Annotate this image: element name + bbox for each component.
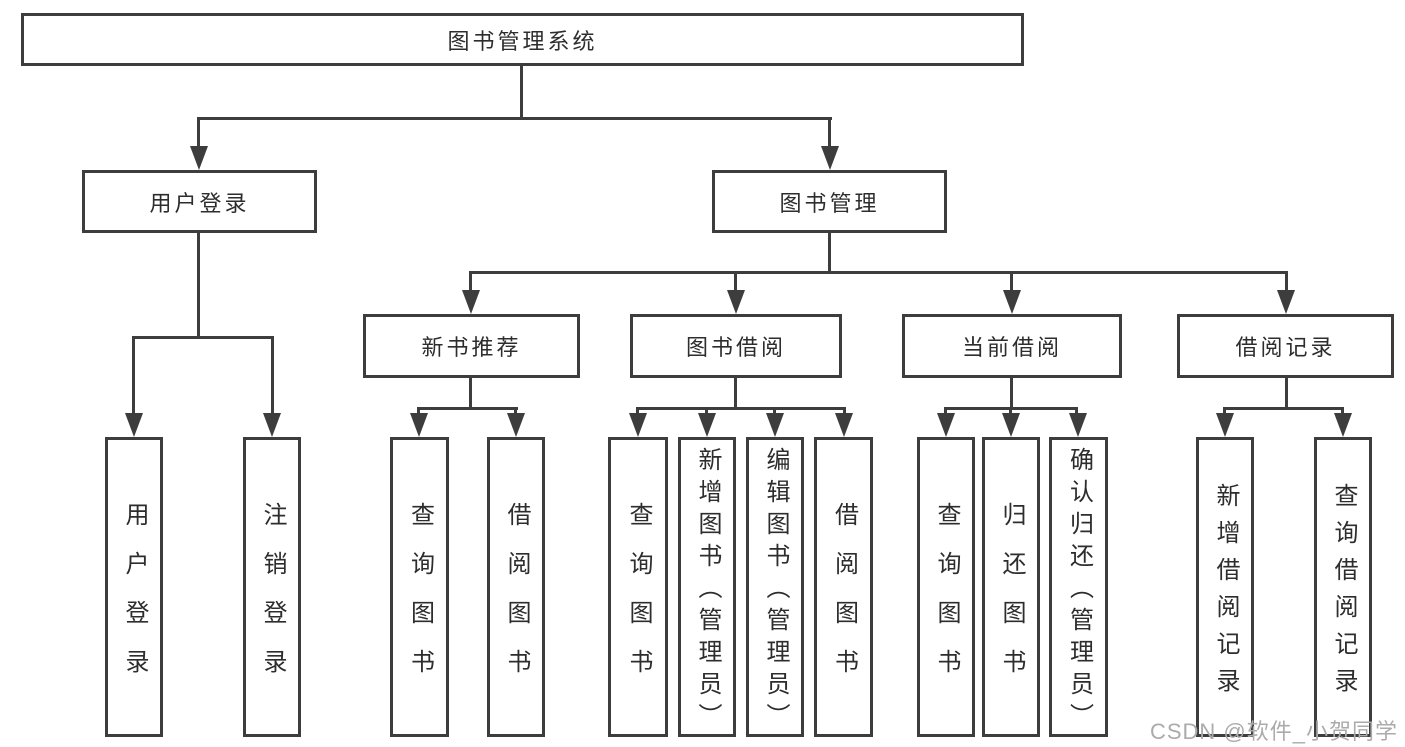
connector-stub: [734, 378, 737, 410]
node-book-management-label: 图书管理: [779, 190, 880, 216]
leaf-return-books-label: 归还图书: [998, 501, 1025, 698]
arrow-down-icon: [835, 413, 853, 437]
connector-stem-leaf: [271, 336, 274, 418]
leaf-query-books-borrowing: 查询图书: [608, 437, 668, 737]
node-user-login: 用户登录: [82, 170, 317, 233]
arrow-down-icon: [1003, 290, 1021, 314]
arrow-down-icon: [629, 413, 647, 437]
connector-stem-book-borrowing: [734, 271, 737, 294]
connector-branch: [417, 407, 518, 410]
arrow-down-icon: [125, 413, 143, 437]
leaf-query-books-current: 查询图书: [917, 437, 975, 737]
leaf-return-books: 归还图书: [982, 437, 1040, 737]
connector-stem-leaf: [132, 336, 135, 418]
arrow-down-icon: [1277, 290, 1295, 314]
node-root: 图书管理系统: [21, 13, 1024, 66]
node-user-login-label: 用户登录: [149, 190, 250, 216]
leaf-edit-books-admin-label: 编辑图书（管理员）: [762, 447, 789, 735]
leaf-logout-label: 注销登录: [259, 501, 286, 698]
arrow-down-icon: [937, 413, 955, 437]
arrow-down-icon: [462, 290, 480, 314]
arrow-down-icon: [190, 146, 208, 170]
connector-stem-borrowing-records: [1285, 271, 1288, 294]
node-borrowing-records-label: 借阅记录: [1235, 335, 1336, 360]
leaf-add-borrow-record-label: 新增借阅记录: [1212, 482, 1239, 705]
leaf-query-books-recommend: 查询图书: [390, 437, 449, 737]
leaf-query-books-borrowing-label: 查询图书: [625, 501, 652, 698]
leaf-user-login-label: 用户登录: [121, 501, 148, 698]
connector-branch: [636, 407, 846, 410]
leaf-borrow-books-recommend-label: 借阅图书: [503, 501, 530, 698]
leaf-edit-books-admin: 编辑图书（管理员）: [746, 437, 804, 737]
node-current-borrowing: 当前借阅: [902, 314, 1122, 378]
node-book-borrowing: 图书借阅: [630, 314, 842, 378]
node-borrowing-records: 借阅记录: [1177, 314, 1394, 378]
leaf-add-books-admin-label: 新增图书（管理员）: [694, 447, 721, 735]
arrow-down-icon: [1069, 413, 1087, 437]
node-current-borrowing-label: 当前借阅: [961, 335, 1062, 360]
arrow-down-icon: [766, 413, 784, 437]
leaf-confirm-return-admin-label: 确认归还（管理员）: [1065, 447, 1093, 735]
arrow-down-icon: [821, 146, 839, 170]
leaf-query-books-current-label: 查询图书: [933, 501, 960, 698]
connector-root-stub: [520, 66, 523, 119]
leaf-borrow-books-borrowing-label: 借阅图书: [830, 501, 858, 698]
arrow-down-icon: [507, 413, 525, 437]
arrow-down-icon: [727, 290, 745, 314]
node-root-label: 图书管理系统: [447, 28, 598, 54]
connector-stub: [1285, 378, 1288, 410]
leaf-query-books-recommend-label: 查询图书: [406, 501, 434, 698]
connector-branch-level3: [469, 271, 1288, 274]
watermark-text: CSDN @软件_小贺同学: [1149, 719, 1398, 744]
connector-book-management-stub: [828, 233, 831, 274]
leaf-borrow-books-borrowing: 借阅图书: [814, 437, 873, 737]
leaf-borrow-books-recommend: 借阅图书: [487, 437, 545, 737]
leaf-query-borrow-record: 查询借阅记录: [1314, 437, 1372, 737]
connector-stem-book-management: [828, 117, 831, 150]
leaf-query-borrow-record-label: 查询借阅记录: [1330, 482, 1357, 705]
node-new-book-recommend: 新书推荐: [363, 314, 580, 378]
connector-stem-current-borrowing: [1010, 271, 1013, 294]
connector-stub: [1010, 378, 1013, 410]
arrow-down-icon: [263, 413, 281, 437]
connector-branch-user-login: [132, 336, 274, 339]
arrow-down-icon: [1002, 413, 1020, 437]
leaf-add-borrow-record: 新增借阅记录: [1196, 437, 1254, 737]
arrow-down-icon: [698, 413, 716, 437]
connector-branch-level2: [197, 117, 832, 120]
connector-branch: [1223, 407, 1344, 410]
leaf-logout: 注销登录: [243, 437, 301, 737]
connector-stem-new-book: [469, 271, 472, 294]
leaf-add-books-admin: 新增图书（管理员）: [678, 437, 736, 737]
connector-user-login-stub: [197, 233, 200, 339]
node-book-borrowing-label: 图书借阅: [685, 335, 786, 360]
arrow-down-icon: [1334, 413, 1352, 437]
connector-stem-user-login: [197, 117, 200, 150]
leaf-user-login: 用户登录: [105, 437, 163, 737]
connector-stub: [469, 378, 472, 410]
arrow-down-icon: [1216, 413, 1234, 437]
arrow-down-icon: [410, 413, 428, 437]
node-book-management: 图书管理: [712, 170, 947, 233]
leaf-confirm-return-admin: 确认归还（管理员）: [1049, 437, 1108, 737]
node-new-book-recommend-label: 新书推荐: [421, 335, 522, 360]
